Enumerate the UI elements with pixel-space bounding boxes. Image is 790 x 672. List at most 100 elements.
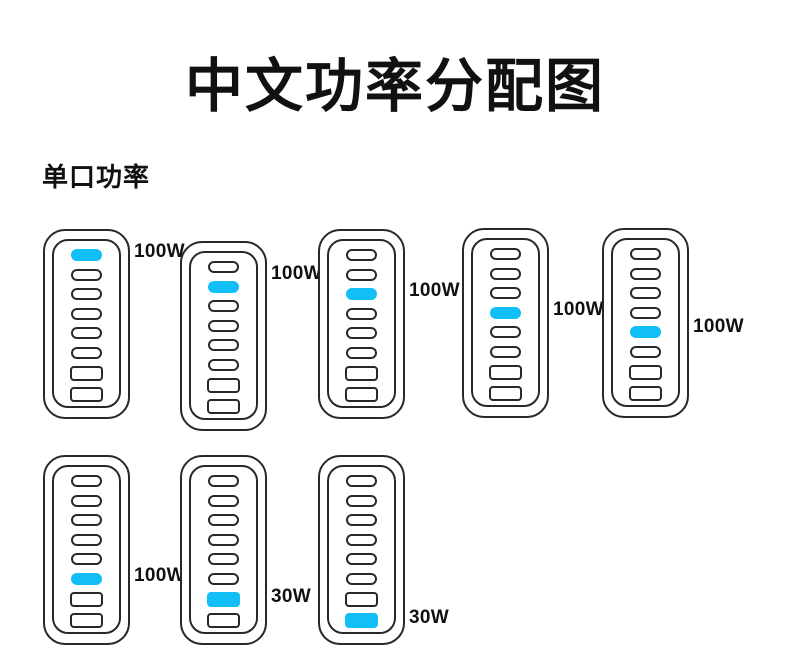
port-stack <box>191 475 256 634</box>
charger-body <box>602 228 689 418</box>
port-stack <box>329 475 394 634</box>
port-type-c-2[interactable] <box>630 267 661 280</box>
charger-faceplate <box>189 465 258 634</box>
port-type-a-8[interactable] <box>207 399 240 414</box>
charger-6: 100W <box>43 455 185 645</box>
wattage-label: 100W <box>553 299 604 320</box>
port-type-a-8[interactable] <box>207 613 240 628</box>
charger-body <box>318 229 405 419</box>
port-type-c-3[interactable] <box>490 287 521 299</box>
port-type-c-5[interactable] <box>490 326 521 338</box>
port-type-c-2[interactable] <box>346 494 377 507</box>
active-port-type-c-4[interactable] <box>490 306 521 319</box>
wattage-label: 30W <box>271 586 311 607</box>
charger-faceplate <box>327 239 396 408</box>
port-type-a-7[interactable] <box>345 366 378 381</box>
charger-body <box>180 455 267 645</box>
port-type-c-6[interactable] <box>346 346 377 359</box>
port-type-c-3[interactable] <box>71 514 102 526</box>
charger-3: 100W <box>318 229 460 419</box>
port-type-c-3[interactable] <box>208 514 239 526</box>
port-type-c-6[interactable] <box>71 346 102 359</box>
port-type-c-2[interactable] <box>71 494 102 507</box>
port-type-c-4[interactable] <box>71 533 102 546</box>
section-subtitle: 单口功率 <box>42 162 151 192</box>
port-type-c-5[interactable] <box>208 339 239 351</box>
charger-7: 30W <box>180 455 311 645</box>
charger-5: 100W <box>602 228 744 418</box>
port-type-c-1[interactable] <box>71 475 102 487</box>
port-type-a-7[interactable] <box>207 378 240 393</box>
charger-body <box>180 241 267 431</box>
active-port-type-a-8[interactable] <box>345 613 378 628</box>
charger-8: 30W <box>318 455 449 645</box>
port-type-c-4[interactable] <box>346 307 377 320</box>
charger-faceplate <box>189 251 258 420</box>
charger-4: 100W <box>462 228 604 418</box>
active-port-type-a-7[interactable] <box>207 592 240 607</box>
wattage-label: 30W <box>409 607 449 628</box>
port-type-c-3[interactable] <box>71 288 102 300</box>
port-type-a-8[interactable] <box>345 387 378 402</box>
charger-body <box>43 455 130 645</box>
port-type-c-4[interactable] <box>346 533 377 546</box>
port-stack <box>54 475 119 634</box>
port-type-c-1[interactable] <box>490 248 521 260</box>
charger-faceplate <box>471 238 540 407</box>
port-type-c-4[interactable] <box>208 533 239 546</box>
charger-body <box>43 229 130 419</box>
page-title: 中文功率分配图 <box>184 54 605 119</box>
charger-body <box>318 455 405 645</box>
port-type-c-3[interactable] <box>346 514 377 526</box>
port-type-c-1[interactable] <box>208 261 239 273</box>
port-type-c-6[interactable] <box>208 572 239 585</box>
port-type-c-6[interactable] <box>346 572 377 585</box>
charger-faceplate <box>52 465 121 634</box>
port-type-a-8[interactable] <box>629 386 662 401</box>
charger-1: 100W <box>43 229 185 419</box>
port-type-c-5[interactable] <box>346 553 377 565</box>
active-port-type-c-3[interactable] <box>346 288 377 300</box>
port-type-c-2[interactable] <box>490 267 521 280</box>
port-type-c-4[interactable] <box>208 319 239 332</box>
port-type-c-6[interactable] <box>490 345 521 358</box>
port-type-c-1[interactable] <box>346 475 377 487</box>
port-type-a-7[interactable] <box>489 365 522 380</box>
port-type-c-4[interactable] <box>71 307 102 320</box>
port-type-a-8[interactable] <box>70 387 103 402</box>
charger-2: 100W <box>180 241 322 431</box>
port-stack <box>54 249 119 408</box>
active-port-type-c-6[interactable] <box>71 572 102 585</box>
port-type-c-5[interactable] <box>71 327 102 339</box>
port-type-a-8[interactable] <box>70 613 103 628</box>
port-type-a-7[interactable] <box>70 592 103 607</box>
port-type-c-3[interactable] <box>630 287 661 299</box>
port-type-c-5[interactable] <box>346 327 377 339</box>
active-port-type-c-1[interactable] <box>71 249 102 261</box>
port-type-a-7[interactable] <box>345 592 378 607</box>
port-type-c-2[interactable] <box>346 268 377 281</box>
port-type-a-7[interactable] <box>629 365 662 380</box>
port-type-c-3[interactable] <box>208 300 239 312</box>
wattage-label: 100W <box>693 316 744 337</box>
port-type-c-2[interactable] <box>208 494 239 507</box>
port-type-c-1[interactable] <box>346 249 377 261</box>
port-type-c-1[interactable] <box>208 475 239 487</box>
wattage-label: 100W <box>134 565 185 586</box>
port-type-c-6[interactable] <box>630 345 661 358</box>
active-port-type-c-2[interactable] <box>208 280 239 293</box>
wattage-label: 100W <box>134 241 185 262</box>
port-type-a-7[interactable] <box>70 366 103 381</box>
port-type-c-4[interactable] <box>630 306 661 319</box>
charger-body <box>462 228 549 418</box>
port-type-c-6[interactable] <box>208 358 239 371</box>
charger-faceplate <box>52 239 121 408</box>
port-type-c-1[interactable] <box>630 248 661 260</box>
port-type-c-5[interactable] <box>71 553 102 565</box>
port-type-c-5[interactable] <box>208 553 239 565</box>
port-type-c-2[interactable] <box>71 268 102 281</box>
active-port-type-c-5[interactable] <box>630 326 661 338</box>
port-stack <box>473 248 538 407</box>
port-type-a-8[interactable] <box>489 386 522 401</box>
